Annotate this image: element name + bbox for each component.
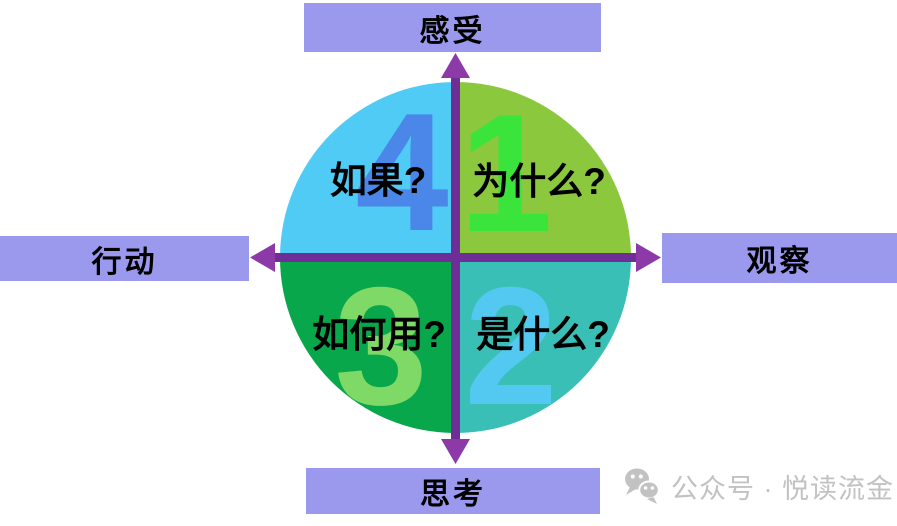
quadrant-2 <box>455 257 631 433</box>
arrow-up-icon <box>441 53 470 78</box>
arrow-left-icon <box>250 243 275 272</box>
axis-label-act-text: 行动 <box>91 245 158 279</box>
wechat-icon <box>625 468 660 504</box>
axis-label-think: 思考 <box>306 468 600 514</box>
quadrant-3-number: 3 <box>334 252 428 433</box>
quadrant-1-number: 1 <box>459 82 553 267</box>
arrow-down-icon <box>441 439 470 464</box>
axis-label-feel-text: 感受 <box>419 14 486 48</box>
axis-label-think-text: 思考 <box>420 478 486 511</box>
axis-label-observe: 观察 <box>662 233 897 283</box>
quadrant-1-question: 为什么? <box>472 161 606 202</box>
arrow-right-icon <box>636 243 661 272</box>
quadrant-3 <box>280 257 456 433</box>
quadrant-2-number: 2 <box>464 252 558 433</box>
watermark: 公众号 · 悦读流金 <box>622 463 894 509</box>
learning-cycle-circle: 4 1 3 2 如果? 为什么? 如何用? 是什么? <box>280 82 631 433</box>
quadrant-2-question: 是什么? <box>476 314 610 355</box>
axis-label-act: 行动 <box>0 236 249 281</box>
quadrant-1 <box>455 82 631 258</box>
watermark-text: 公众号 · 悦读流金 <box>671 473 894 504</box>
quadrant-4-question: 如果? <box>329 160 427 201</box>
quadrant-4-number: 4 <box>355 82 449 266</box>
quadrant-3-question: 如何用? <box>312 314 446 355</box>
quadrant-4 <box>280 82 456 258</box>
axis-label-observe-text: 观察 <box>746 245 813 278</box>
axis-label-feel: 感受 <box>304 3 601 52</box>
